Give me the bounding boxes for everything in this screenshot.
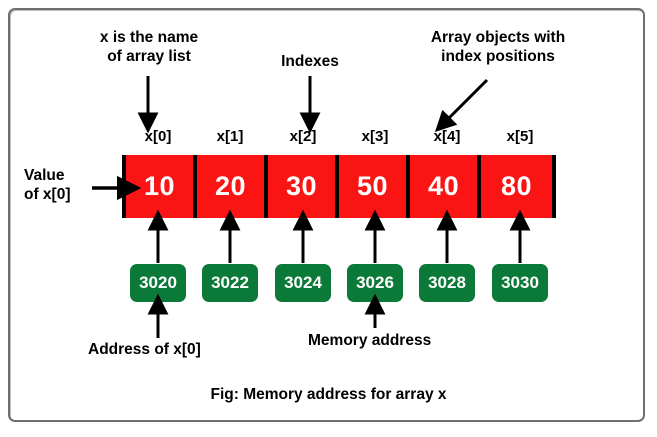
address-chip-4[interactable]: 3028 bbox=[419, 264, 475, 302]
array-cell-4[interactable]: 40 bbox=[410, 155, 482, 218]
address-chip-3[interactable]: 3026 bbox=[347, 264, 403, 302]
address-chip-1[interactable]: 3022 bbox=[202, 264, 258, 302]
index-label-4: x[4] bbox=[433, 128, 461, 145]
annotation-memory-address-label: Memory address bbox=[308, 332, 432, 349]
annotation-value-line2: of x[0] bbox=[24, 186, 71, 204]
index-label-2: x[2] bbox=[289, 128, 317, 145]
index-label-5: x[5] bbox=[506, 128, 534, 145]
annotation-address-of-x0-label: Address of x[0] bbox=[88, 341, 201, 358]
annotation-indexes-label: Indexes bbox=[281, 53, 339, 70]
annotation-memory-address: Memory address bbox=[308, 331, 452, 350]
annotation-array-objects: Array objects with index positions bbox=[400, 28, 596, 67]
array-band: 10 20 30 50 40 80 bbox=[122, 155, 556, 218]
index-label-0: x[0] bbox=[144, 128, 172, 145]
address-chip-5[interactable]: 3030 bbox=[492, 264, 548, 302]
index-label-3: x[3] bbox=[361, 128, 389, 145]
array-cell-0[interactable]: 10 bbox=[126, 155, 198, 218]
array-cell-1[interactable]: 20 bbox=[197, 155, 269, 218]
annotation-address-of-x0: Address of x[0] bbox=[88, 340, 228, 359]
diagram-frame bbox=[8, 8, 645, 422]
address-chip-2[interactable]: 3024 bbox=[275, 264, 331, 302]
annotation-array-name-line2: of array list bbox=[107, 48, 191, 66]
index-label-1: x[1] bbox=[216, 128, 244, 145]
array-cell-3[interactable]: 50 bbox=[339, 155, 411, 218]
annotation-value-of-x0: Value of x[0] bbox=[24, 166, 90, 205]
annotation-indexes: Indexes bbox=[262, 52, 358, 71]
annotation-array-objects-line1: Array objects with bbox=[430, 29, 566, 46]
array-cell-5[interactable]: 80 bbox=[481, 155, 553, 218]
figure-caption: Fig: Memory address for array x bbox=[210, 386, 447, 403]
annotation-array-name: x is the name of array list bbox=[88, 28, 210, 67]
annotation-array-name-line1: x is the name bbox=[99, 29, 199, 46]
array-cell-2[interactable]: 30 bbox=[268, 155, 340, 218]
address-chip-0[interactable]: 3020 bbox=[130, 264, 186, 302]
annotation-array-objects-line2: index positions bbox=[441, 48, 555, 66]
annotation-value-line1: Value bbox=[24, 167, 65, 184]
